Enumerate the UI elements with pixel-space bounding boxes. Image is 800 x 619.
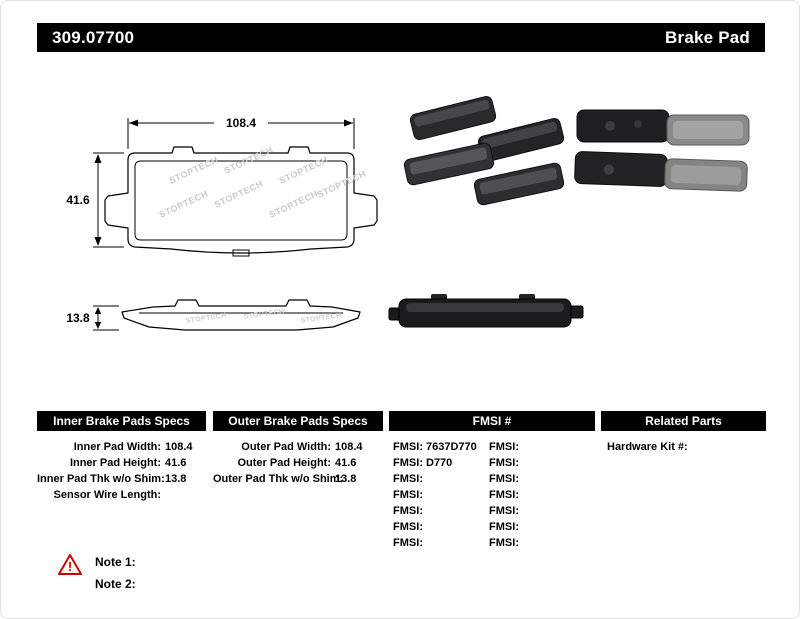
product-title: Brake Pad xyxy=(665,27,750,47)
spec-value xyxy=(688,439,692,455)
spec-value: 41.6 xyxy=(335,457,357,469)
fmsi-value xyxy=(519,487,581,503)
inner-specs-column: Inner Brake Pads Specs Inner Pad Width: 1… xyxy=(37,411,207,503)
related-parts-header: Related Parts xyxy=(601,411,766,431)
spec-label: Sensor Wire Length: xyxy=(53,489,161,501)
fmsi-value xyxy=(423,503,485,519)
fmsi-label: FMSI: xyxy=(393,457,423,469)
width-dimension: 108.4 xyxy=(127,116,355,149)
fmsi-row: FMSI: FMSI: xyxy=(389,519,595,535)
fmsi-label: FMSI: xyxy=(393,537,423,549)
front-view-outline xyxy=(104,146,378,254)
fmsi-label: FMSI: xyxy=(489,441,519,453)
fmsi-label: FMSI: xyxy=(393,521,423,533)
fmsi-value xyxy=(423,487,485,503)
fmsi-header: FMSI # xyxy=(389,411,595,431)
note-1-label: Note 1: xyxy=(95,555,136,569)
product-photo-pads-angled xyxy=(403,95,565,206)
spec-label: Outer Pad Width: xyxy=(241,441,331,453)
fmsi-row: FMSI: FMSI: xyxy=(389,503,595,519)
fmsi-value: 7637D770 xyxy=(426,441,477,453)
title-bar: 309.07700 Brake Pad xyxy=(37,23,765,52)
spec-label: Outer Pad Height: xyxy=(237,457,331,469)
spec-label: Inner Pad Width: xyxy=(73,441,161,453)
fmsi-row: FMSI: FMSI: xyxy=(389,471,595,487)
product-photo-side-view xyxy=(388,294,584,328)
fmsi-label: FMSI: xyxy=(393,489,423,501)
fmsi-label: FMSI: xyxy=(489,489,519,501)
spec-value: 13.8 xyxy=(165,473,187,485)
technical-drawing-area: STOPTECH STOPTECH STOPTECH STOPTECH STOP… xyxy=(66,95,750,331)
spec-label: Inner Pad Height: xyxy=(69,457,161,469)
fmsi-value xyxy=(519,439,581,455)
spec-row: Outer Pad Height: 41.6 xyxy=(213,455,383,471)
fmsi-value xyxy=(423,535,485,551)
fmsi-label: FMSI: xyxy=(393,441,423,453)
bottom-view-outline xyxy=(121,299,361,331)
outer-specs-column: Outer Brake Pads Specs Outer Pad Width: 1… xyxy=(213,411,383,487)
fmsi-label: FMSI: xyxy=(489,521,519,533)
spec-value xyxy=(161,487,165,503)
fmsi-value: D770 xyxy=(426,457,453,469)
height-dimension: 41.6 xyxy=(66,152,124,248)
spec-label: Outer Pad Thk w/o Shim: xyxy=(213,473,344,485)
outer-specs-header: Outer Brake Pads Specs xyxy=(213,411,383,431)
inner-specs-header: Inner Brake Pads Specs xyxy=(37,411,206,431)
friction-surface-outline xyxy=(134,160,348,241)
fmsi-value xyxy=(423,519,485,535)
fmsi-label: FMSI: xyxy=(489,505,519,517)
fmsi-label: FMSI: xyxy=(393,473,423,485)
fmsi-label: FMSI: xyxy=(489,537,519,549)
spec-value: 41.6 xyxy=(165,457,187,469)
warning-glyph: ! xyxy=(68,559,72,574)
height-dimension-label: 41.6 xyxy=(66,193,90,207)
spec-label: Hardware Kit #: xyxy=(607,441,688,453)
spec-value: 108.4 xyxy=(335,441,363,453)
spec-value: 13.8 xyxy=(335,473,357,485)
spec-row: Inner Pad Height: 41.6 xyxy=(37,455,207,471)
fmsi-row: FMSI: FMSI: xyxy=(389,487,595,503)
fmsi-label: FMSI: xyxy=(489,457,519,469)
fmsi-value xyxy=(519,455,581,471)
product-photo-pads-flat xyxy=(574,109,750,192)
fmsi-value xyxy=(519,503,581,519)
spec-row: Hardware Kit #: xyxy=(601,439,766,455)
related-parts-column: Related Parts Hardware Kit #: xyxy=(601,411,766,455)
related-parts-rows: Hardware Kit #: xyxy=(601,439,766,455)
inner-specs-rows: Inner Pad Width: 108.4 Inner Pad Height: 4… xyxy=(37,439,207,503)
front-view-drawing: STOPTECH STOPTECH STOPTECH STOPTECH STOP… xyxy=(104,144,378,257)
fmsi-value xyxy=(519,519,581,535)
spec-row: Inner Pad Thk w/o Shim:13.8 xyxy=(37,471,207,487)
fmsi-value xyxy=(519,471,581,487)
spec-row: Outer Pad Thk w/o Shim:13.8 xyxy=(213,471,383,487)
width-dimension-label: 108.4 xyxy=(226,116,256,130)
spec-row: Outer Pad Width: 108.4 xyxy=(213,439,383,455)
warning-icon: ! xyxy=(58,554,82,575)
thickness-dimension: 13.8 xyxy=(66,305,119,331)
thickness-dimension-label: 13.8 xyxy=(66,311,90,325)
spec-row: Sensor Wire Length: xyxy=(37,487,207,503)
fmsi-label: FMSI: xyxy=(489,473,519,485)
fmsi-row: FMSI: FMSI: xyxy=(389,535,595,551)
outer-specs-rows: Outer Pad Width: 108.4 Outer Pad Height: 4… xyxy=(213,439,383,487)
fmsi-value xyxy=(519,535,581,551)
bottom-view-drawing: STOPTECH STOPTECH STOPTECH xyxy=(121,299,361,331)
part-number: 309.07700 xyxy=(52,27,135,47)
bottom-center-tab xyxy=(232,249,250,257)
spec-value: 108.4 xyxy=(165,441,193,453)
note-2-label: Note 2: xyxy=(95,577,136,591)
spec-label: Inner Pad Thk w/o Shim: xyxy=(37,473,165,485)
fmsi-label: FMSI: xyxy=(393,505,423,517)
fmsi-value xyxy=(423,471,485,487)
spec-row: Inner Pad Width: 108.4 xyxy=(37,439,207,455)
